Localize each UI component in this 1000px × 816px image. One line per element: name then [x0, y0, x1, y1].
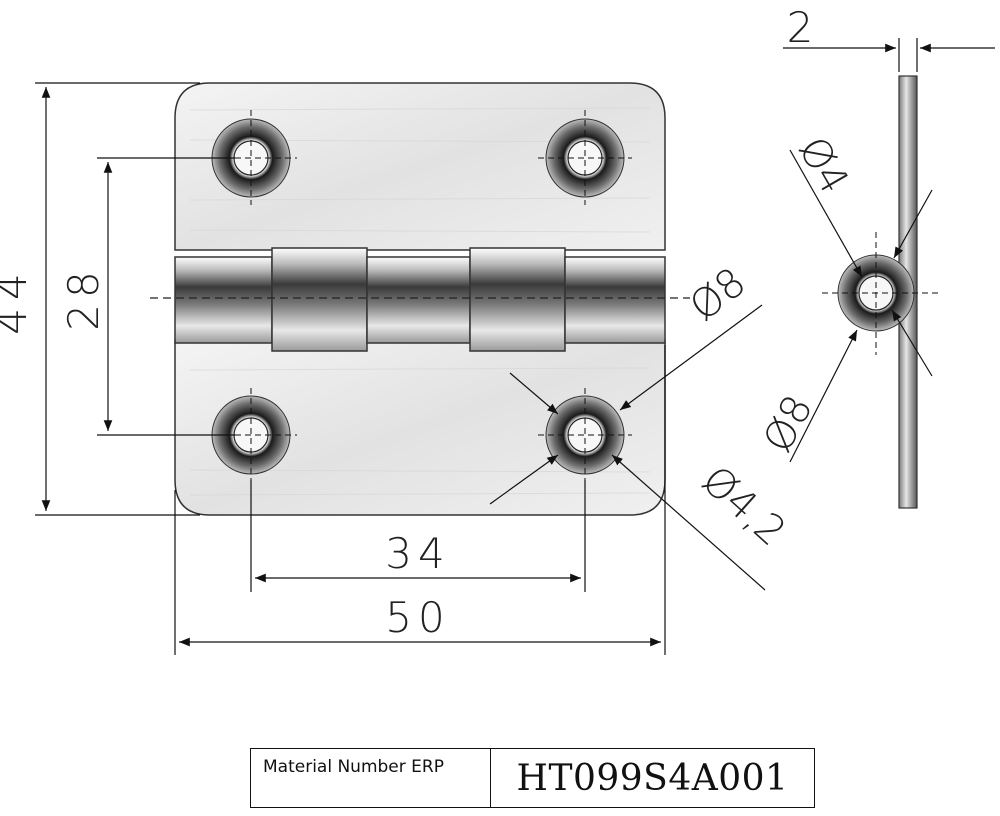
side-dimension-lines [783, 38, 995, 463]
hinge-side-view [822, 75, 938, 509]
knuckle [271, 247, 368, 352]
material-number-label: Material Number ERP [251, 749, 491, 807]
dim-34-label: 34 [385, 529, 450, 578]
material-number-table: Material Number ERP HT099S4A001 [250, 748, 815, 808]
dimension-lines [35, 82, 766, 655]
dim-28-label: 28 [59, 265, 108, 330]
knuckle [366, 256, 471, 344]
knuckle [174, 256, 273, 344]
dim-side-inner-diameter-label: Ø4 [789, 129, 857, 201]
upper-leaf [174, 82, 666, 251]
hinge-knuckles [174, 247, 666, 352]
dim-side-outer-diameter-label: Ø8 [755, 388, 822, 460]
dim-44-label: 44 [0, 265, 36, 334]
knuckle [564, 256, 666, 344]
dim-2-label: 2 [787, 3, 814, 52]
mounting-holes [205, 110, 632, 482]
dim-50-label: 50 [385, 593, 450, 642]
hinge-front-view [150, 82, 690, 516]
dim-pin-diameter-label: Ø8 [681, 259, 754, 330]
knuckle [469, 247, 566, 352]
material-number-value: HT099S4A001 [516, 757, 789, 799]
